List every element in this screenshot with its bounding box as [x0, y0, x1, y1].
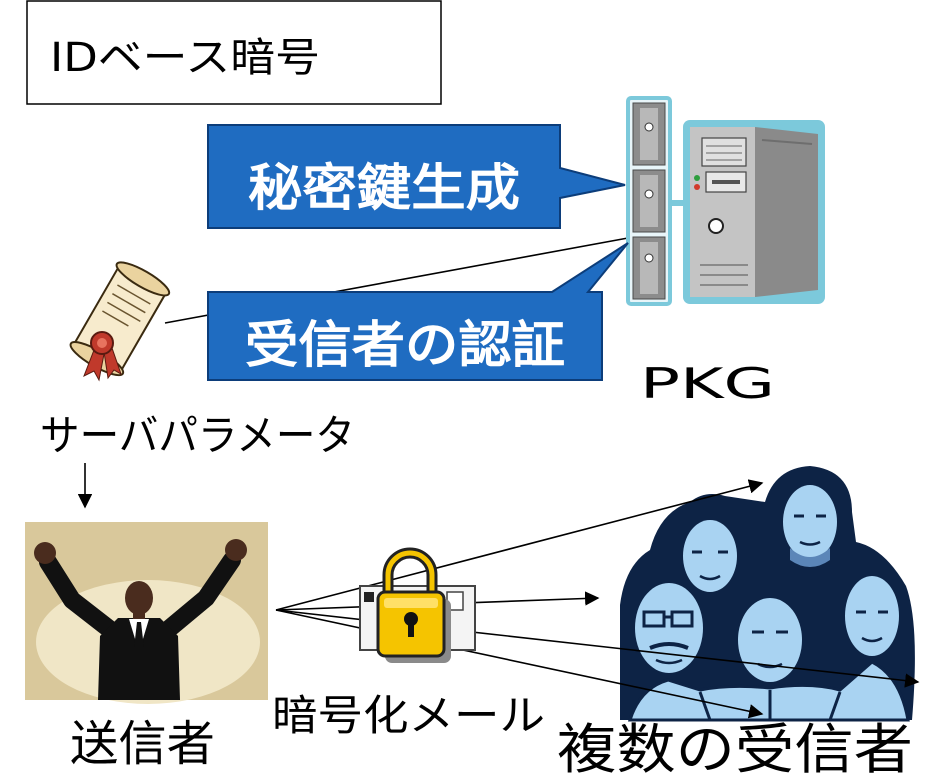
- encrypted-mail-label: 暗号化メール: [272, 691, 545, 740]
- mail-arrow: [275, 609, 764, 719]
- mail-arrow: [275, 479, 764, 611]
- callout-recipient-auth-label: 受信者の認証: [245, 316, 565, 374]
- sender-label: 送信者: [70, 716, 215, 772]
- callout-recipient-auth: 受信者の認証: [207, 242, 629, 381]
- certificate-icon: [69, 261, 171, 382]
- padlock-envelope-icon: [359, 547, 476, 663]
- server-params-label: サーバパラメータ: [40, 411, 355, 460]
- pkg-label: PKG: [640, 359, 775, 408]
- callout-key-generation-label: 秘密鍵生成: [248, 159, 520, 217]
- page-title: IDベース暗号: [50, 35, 320, 81]
- callout-key-generation: 秘密鍵生成: [207, 124, 626, 229]
- server-icon: [626, 96, 825, 306]
- title-box: IDベース暗号: [26, 0, 442, 105]
- recipients-label: 複数の受信者: [557, 718, 913, 780]
- recipients-group-icon: [620, 466, 915, 722]
- sender-person-icon: [25, 522, 268, 704]
